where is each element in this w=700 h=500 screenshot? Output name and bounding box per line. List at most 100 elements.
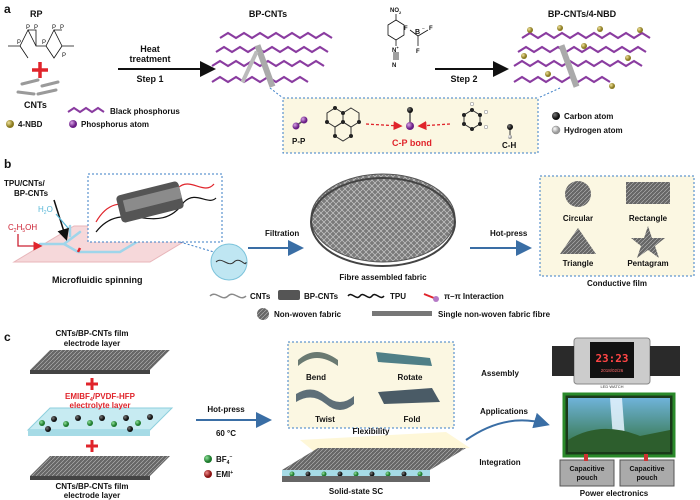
fibre-fabric-disc [310,173,456,263]
p-atom-5: P [52,25,56,31]
cp-bond-label: C-P bond [392,138,432,148]
p-atom-1: P [17,40,21,46]
carbon-atom-legend-label: Carbon atom [564,112,613,121]
bp-cnts-nbd-structure [513,25,651,89]
black-phosphorus-legend-icon [67,106,105,114]
applications-label: Applications [480,407,529,416]
bottom-electrode-label-1: CNTs/BP-CNTs film [55,482,128,491]
conductive-film-label: Conductive film [587,279,647,288]
water-label: H2O [38,205,53,216]
hydrogen-atom-legend-icon [551,125,561,135]
applications-arrow [465,412,550,441]
p-atom-7: P [62,53,66,59]
capacitive-pouches [559,454,675,487]
pi-interaction-legend-label: π–π Interaction [444,292,504,301]
nbd-legend-label: 4-NBD [18,120,43,129]
pouch-label-1b: pouch [577,475,598,482]
pentagram-label: Pentagram [627,259,668,268]
electrolyte-label-1: EMIBF4/PVDF-HFP [65,392,136,403]
rotate-sample [376,352,432,366]
rectangle-film [626,182,670,204]
carbon-atom-legend-icon [552,112,560,120]
ethanol-label: C2H5OH [8,223,37,234]
filtration-label: Filtration [265,229,299,238]
pouch-label-1a: Capacitive [569,466,604,473]
bend-sample [298,352,338,366]
p-atom-2: P [26,25,30,31]
microfluidic-spinning-label: Microfluidic spinning [52,275,143,285]
phosphorus-atom-legend-label: Phosphorus atom [81,120,149,129]
sc-top-layer [282,448,466,470]
power-electronics-label: Power electronics [580,489,649,498]
boron-atom: B [415,29,420,36]
hydrogen-atom-legend-label: Hydrogen atom [564,126,623,135]
bp-cnts-nbd-label: BP-CNTs/4-NBD [548,9,617,19]
plus-icon [32,62,48,78]
bottom-electrode-layer [30,456,170,476]
nbd-legend-icon [6,120,14,128]
nitrogen-plus: N+ [392,45,399,54]
fluorine-2: F [429,26,433,32]
ch-bond-label: C-H [502,141,516,150]
plus-icon-c1 [86,378,98,390]
nonwoven-fabric-legend-label: Non-woven fabric [274,310,342,319]
top-electrode-layer [30,350,170,370]
tpu-label-1: TPU/CNTs/ [4,179,46,188]
circular-film [565,181,591,207]
emi-label: EMI+ [216,470,233,479]
fibre-legend-label: Single non-woven fabric fibre [438,310,551,319]
collected-fibre-icon [210,243,248,281]
rectangle-label: Rectangle [629,214,668,223]
sc-bottom-layer [282,476,430,482]
sc-ions [289,471,423,477]
bottom-electrode-label-2: electrode layer [64,491,120,500]
plus-icon-c2 [86,440,98,452]
nonwoven-fabric-legend-icon [257,308,269,320]
panel-a-label: a [4,2,11,16]
panel-c-label: c [4,330,11,344]
fabric-label: Fibre assembled fabric [339,273,427,282]
treatment-label: treatment [129,54,170,64]
fluorine-3: F [416,49,420,55]
cnts-label: CNTs [24,100,47,110]
heat-label: Heat [140,44,160,54]
display-device [562,392,676,458]
bp-cnts-legend-icon [278,290,300,300]
pp-bond-label: P-P [292,137,306,146]
solid-state-sc-label: Solid-state SC [329,487,383,496]
step2-label: Step 2 [450,74,477,84]
cp-bond-icon [406,107,414,130]
fold-sample [378,388,440,404]
pp-bond-icon [292,116,308,130]
panel-b-label: b [4,157,11,171]
hotpress-label-c: Hot-press [207,405,245,414]
graphene-fragment [325,106,361,142]
p-atom-6: P [60,25,64,31]
bend-label: Bend [306,373,326,382]
bf4-label: BF4− [216,454,232,466]
bp-cnts-structure [211,31,333,88]
watch-brand: LED WATCH [600,384,623,389]
p-atom-3: P [34,25,38,31]
bp-cnts-label: BP-CNTs [249,9,287,19]
fibre-legend-icon [372,311,432,316]
red-phosphorus-structure [8,29,74,59]
cnts-legend-label: CNTs [250,292,271,301]
rotate-label: Rotate [398,373,423,382]
electrolyte-ions [39,414,153,432]
bp-cnts-legend-label: BP-CNTs [304,292,339,301]
watch-time: 23:23 [595,352,628,365]
pentagram-film [631,226,665,258]
tpu-legend-icon [347,293,385,299]
triangle-film [560,228,596,254]
ch-bond-icon [507,124,513,139]
phosphorus-atom-legend-icon [69,120,77,128]
cnt-tubes-icon [16,78,60,96]
bp-cnts-fibre-bundle [95,181,217,233]
twist-sample [296,389,354,410]
nbd-molecule [387,14,429,60]
phenyl-fragment [462,101,489,131]
black-phosphorus-legend-label: Black phosphorus [110,107,180,116]
bf4-ion-icon [204,455,212,463]
